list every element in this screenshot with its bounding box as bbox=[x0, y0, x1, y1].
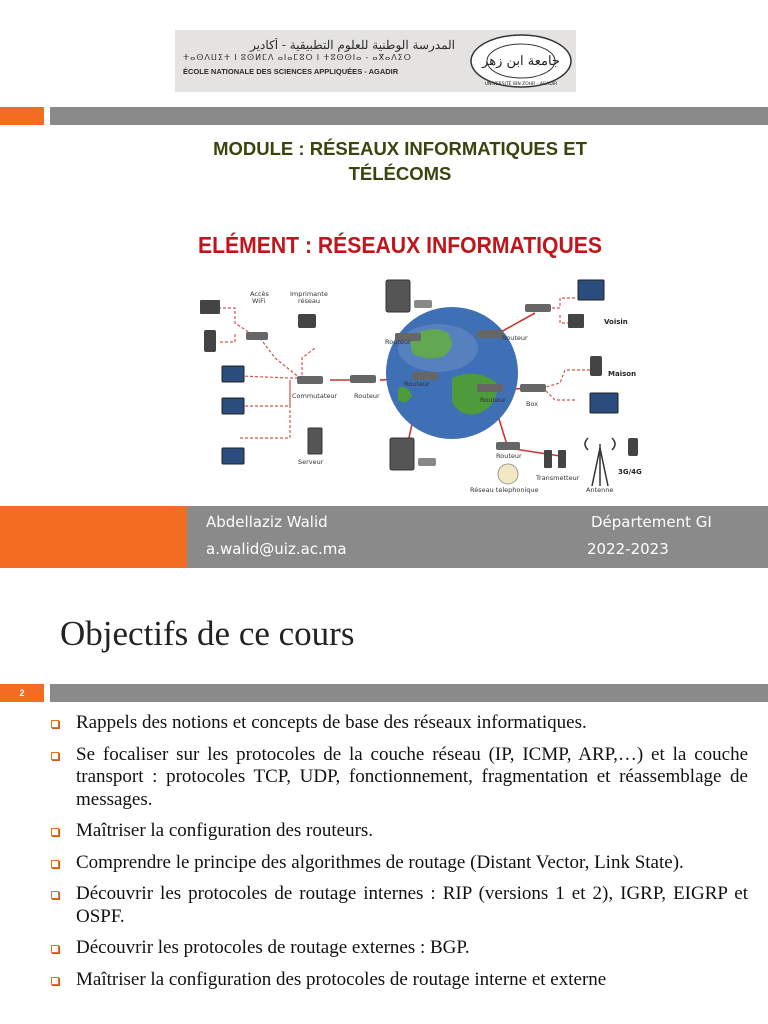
square-bullet-icon bbox=[51, 891, 59, 899]
objective-text: Comprendre le principe des algorithmes d… bbox=[76, 851, 684, 873]
label-routeur-3: Routeur bbox=[502, 334, 528, 342]
objective-text: Maîtriser la configuration des protocole… bbox=[76, 968, 607, 990]
element-title: ELÉMENT : RÉSEAUX INFORMATIQUES bbox=[197, 232, 603, 258]
objective-text: Maîtriser la configuration des routeurs. bbox=[76, 820, 374, 841]
logo-french-text: ÉCOLE NATIONALE DES SCIENCES APPLIQUÉES … bbox=[183, 67, 399, 76]
list-item: Découvrir les protocoles de routage inte… bbox=[50, 883, 748, 928]
label-acces-2: WiFi bbox=[252, 297, 265, 305]
author-email: a.walid@uiz.ac.ma bbox=[206, 540, 347, 558]
logo-arabic-text: المدرسة الوطنية للعلوم التطبيقية - أكادي… bbox=[250, 38, 455, 52]
label-reseau-tel: Réseau telephonique bbox=[470, 486, 539, 494]
label-serveur: Serveur bbox=[298, 458, 324, 466]
list-item: Se focaliser sur les protocoles de la co… bbox=[50, 744, 748, 812]
list-item: Comprendre le principe des algorithmes d… bbox=[50, 852, 748, 875]
label-routeur-1: Routeur bbox=[354, 392, 380, 400]
university-seal-icon: جامعة ابن زهر UNIVERSITÉ IBN ZOHR - AGAD… bbox=[470, 34, 572, 88]
objective-text: Se focaliser sur les protocoles de la co… bbox=[76, 743, 748, 810]
objectives-list: Rappels des notions et concepts de base … bbox=[50, 712, 748, 1000]
label-antenne: Antenne bbox=[586, 486, 613, 494]
header-accent-bar bbox=[0, 107, 44, 125]
department: Département GI bbox=[591, 513, 712, 531]
square-bullet-icon bbox=[51, 859, 59, 868]
objective-text: Rappels des notions et concepts de base … bbox=[76, 712, 587, 733]
label-routeur-4: Routeur bbox=[404, 380, 430, 388]
network-diagram: Accès WiFi Imprimante réseau Commutateur… bbox=[200, 279, 642, 494]
seal-caption-text: UNIVERSITÉ IBN ZOHR - AGADIR bbox=[485, 79, 558, 87]
label-imprimante-1: Imprimante bbox=[290, 290, 328, 298]
label-commutateur: Commutateur bbox=[292, 392, 337, 400]
objective-text: Découvrir les protocoles de routage exte… bbox=[76, 937, 470, 958]
label-routeur-2: Routeur bbox=[385, 338, 411, 346]
module-title: MODULE : RÉSEAUX INFORMATIQUES ET TÉLÉCO… bbox=[120, 136, 680, 186]
square-bullet-icon bbox=[51, 945, 59, 953]
school-logo-banner: المدرسة الوطنية للعلوم التطبيقية - أكادي… bbox=[175, 30, 576, 92]
author-info-block: Abdellaziz Walid a.walid@uiz.ac.ma Dépar… bbox=[187, 506, 768, 568]
author-name: Abdellaziz Walid bbox=[206, 513, 328, 531]
label-maison: Maison bbox=[608, 370, 636, 378]
label-routeur-5: Routeur bbox=[480, 396, 506, 404]
label-3g4g: 3G/4G bbox=[618, 468, 642, 476]
list-item: Découvrir les protocoles de routage exte… bbox=[50, 937, 748, 960]
academic-year: 2022-2023 bbox=[587, 540, 669, 558]
module-title-line2: TÉLÉCOMS bbox=[348, 163, 452, 184]
square-bullet-icon bbox=[51, 828, 59, 836]
label-box: Box bbox=[526, 400, 538, 408]
footer-accent-block bbox=[0, 506, 187, 568]
label-transmetteur: Transmetteur bbox=[535, 474, 580, 482]
list-item: Maîtriser la configuration des protocole… bbox=[50, 969, 748, 992]
square-bullet-icon bbox=[51, 976, 59, 985]
slide2-gray-bar bbox=[50, 684, 768, 702]
square-bullet-icon bbox=[51, 751, 59, 760]
label-voisin: Voisin bbox=[604, 318, 628, 326]
label-acces-1: Accès bbox=[250, 290, 269, 298]
module-title-line1: MODULE : RÉSEAUX INFORMATIQUES ET bbox=[213, 138, 587, 159]
slide-title: Objectifs de ce cours bbox=[60, 614, 355, 653]
square-bullet-icon bbox=[51, 720, 59, 728]
seal-arabic-text: جامعة ابن زهر bbox=[481, 54, 560, 69]
logo-tifinagh-text: ⵜⴰⵙⴷⵡⵉⵜ ⵏ ⵓⵙⵍⵎⴷ ⴰⵏⴰⵎⵓⵔ ⵏ ⵜⵓⵙⵙⵏⴰ - ⴰⴳⴰⴷⵉⵔ bbox=[183, 53, 412, 62]
list-item: Rappels des notions et concepts de base … bbox=[50, 712, 748, 735]
list-item: Maîtriser la configuration des routeurs. bbox=[50, 820, 748, 843]
objective-text: Découvrir les protocoles de routage inte… bbox=[76, 883, 748, 927]
label-imprimante-2: réseau bbox=[298, 297, 320, 305]
header-gray-bar bbox=[50, 107, 768, 125]
label-routeur-6: Routeur bbox=[496, 452, 522, 460]
slide-number: 2 bbox=[0, 684, 44, 702]
